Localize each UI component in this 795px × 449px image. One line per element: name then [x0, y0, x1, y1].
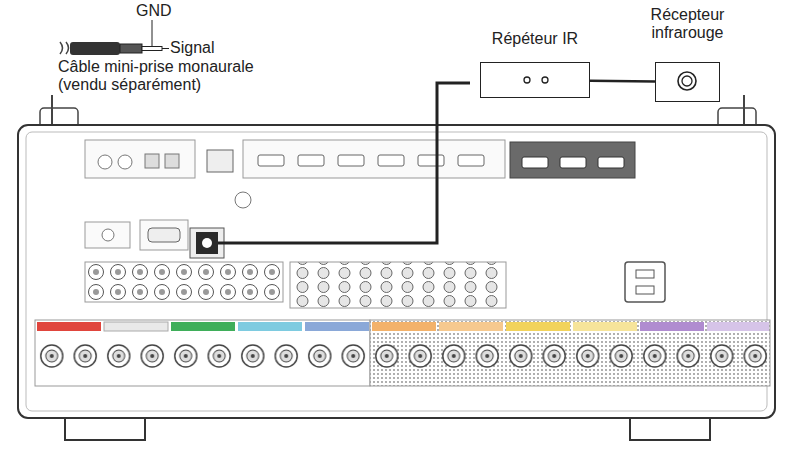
channel-strip: [573, 322, 637, 331]
cable-break: [60, 42, 69, 54]
signal-name: Signal: [170, 39, 230, 57]
network-port: [207, 150, 233, 172]
hdmi-port: [458, 155, 484, 166]
part-note: Câble mini-prise monaurale (vendu séparé…: [58, 58, 298, 95]
channel-strip: [439, 322, 503, 331]
channel-strip: [640, 322, 704, 331]
channel-strip: [305, 322, 369, 331]
antenna-jack: [118, 155, 132, 169]
speaker-terminal-row: [35, 334, 770, 378]
leader-line: [162, 48, 169, 49]
hdmi-port: [258, 155, 284, 166]
foot: [65, 418, 145, 440]
hdmi-port: [560, 157, 586, 168]
foot: [630, 418, 710, 440]
device-outline: [655, 62, 720, 102]
coaxial-jack: [235, 192, 251, 208]
trigger-jack: [102, 229, 114, 241]
plug-body: [120, 44, 142, 53]
antenna-wire: [743, 95, 745, 125]
cable: [70, 42, 120, 55]
hdmi-port: [598, 157, 624, 168]
hdmi-port: [522, 157, 548, 168]
plug-tip: [142, 47, 162, 51]
connector-cable: [590, 79, 655, 82]
hdmi-port: [338, 155, 364, 166]
hdmi-port: [378, 155, 404, 166]
ir-in-jack-hole: [202, 238, 212, 248]
power-pin: [636, 286, 654, 294]
hdmi-panel: [243, 140, 505, 178]
device-box: Récepteur infrarouge: [625, 6, 750, 102]
sensor-symbol: [682, 76, 692, 86]
signal-name: GND: [136, 2, 170, 20]
channel-strip: [372, 322, 436, 331]
sensor-symbol: [678, 72, 696, 90]
preout-grid: [290, 262, 506, 308]
device-label: Récepteur infrarouge: [625, 6, 750, 43]
trigger-panel: [85, 222, 130, 248]
channel-strip: [707, 322, 769, 331]
device-label: Répéteur IR: [470, 30, 600, 48]
channel-strip: [171, 322, 235, 331]
antenna-jack: [98, 155, 112, 169]
device-outline: [480, 62, 590, 98]
device-box: Répéteur IR: [470, 30, 600, 98]
led-symbol: [524, 77, 530, 83]
antenna-jack: [165, 154, 179, 168]
rs232-port: [148, 228, 180, 242]
av-receiver-chassis: [18, 125, 775, 418]
rs232-panel: [140, 220, 188, 250]
ir-in-jack: [196, 232, 218, 254]
antenna-jack: [145, 154, 159, 168]
channel-strip: [37, 322, 101, 331]
hdmi-out-panel: [510, 142, 635, 178]
channel-strip: [506, 322, 570, 331]
antenna-wire: [51, 95, 53, 125]
channel-strip: [104, 322, 168, 331]
rca-jack-row: [85, 262, 283, 302]
hdmi-port: [298, 155, 324, 166]
channel-strip: [238, 322, 302, 331]
power-inlet: [625, 262, 665, 302]
hdmi-port: [418, 155, 444, 166]
leader-line: [152, 20, 153, 46]
power-pin: [636, 270, 654, 278]
led-symbol: [542, 77, 548, 83]
antenna-panel: [85, 140, 195, 178]
ir-cable: [218, 83, 470, 243]
